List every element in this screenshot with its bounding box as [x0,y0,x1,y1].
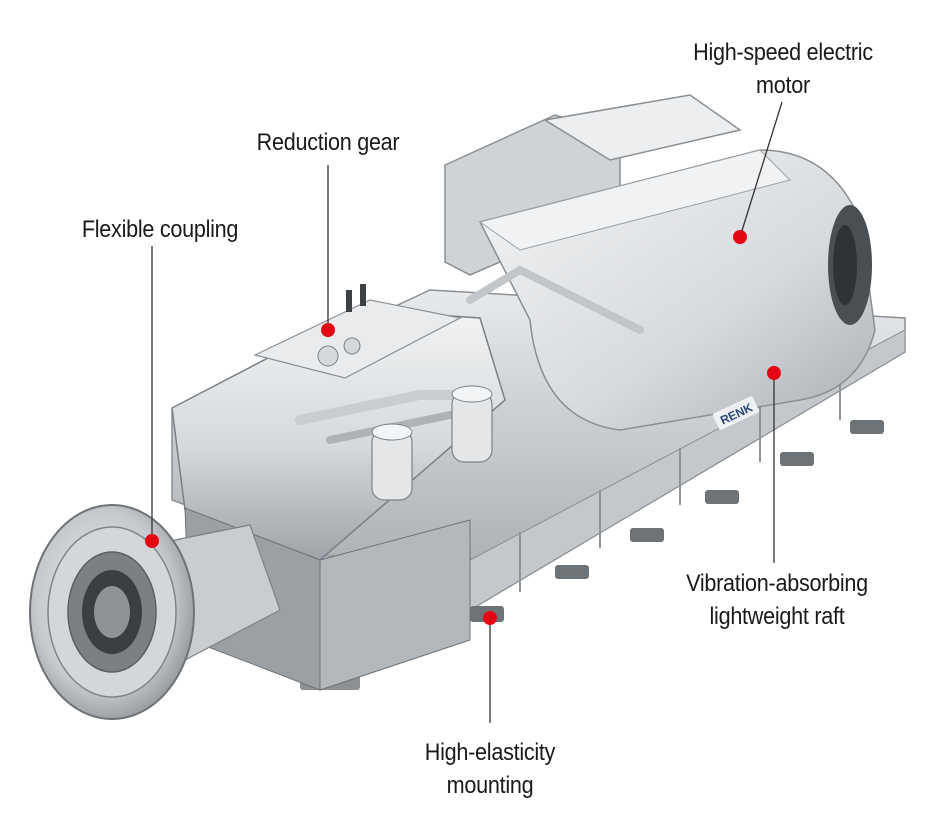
label-motor: High-speed electric motor [680,36,887,102]
marker-gear [321,323,335,337]
label-coupling-text: Flexible coupling [81,216,239,243]
electric-motor [444,94,876,431]
label-motor-line2: motor [756,72,810,99]
label-mounting-line2: mounting [446,772,534,799]
label-raft-line1: Vibration-absorbing [686,570,868,597]
label-raft: Vibration-absorbing lightweight raft [672,567,883,633]
marker-raft [767,366,781,380]
label-motor-line1: High-speed electric [693,39,873,66]
marker-mounting [483,611,497,625]
leader-motor [739,101,783,238]
leader-lines [151,101,783,723]
marker-motor [733,230,747,244]
label-mounting: High-elasticity mounting [400,736,580,802]
label-coupling: Flexible coupling [66,213,255,246]
markers [145,230,781,625]
flexible-coupling [29,504,281,720]
label-gear-text: Reduction gear [256,129,400,156]
label-gear: Reduction gear [238,126,418,159]
marker-coupling [145,534,159,548]
label-raft-line2: lightweight raft [709,603,845,630]
label-mounting-line1: High-elasticity [424,739,556,766]
